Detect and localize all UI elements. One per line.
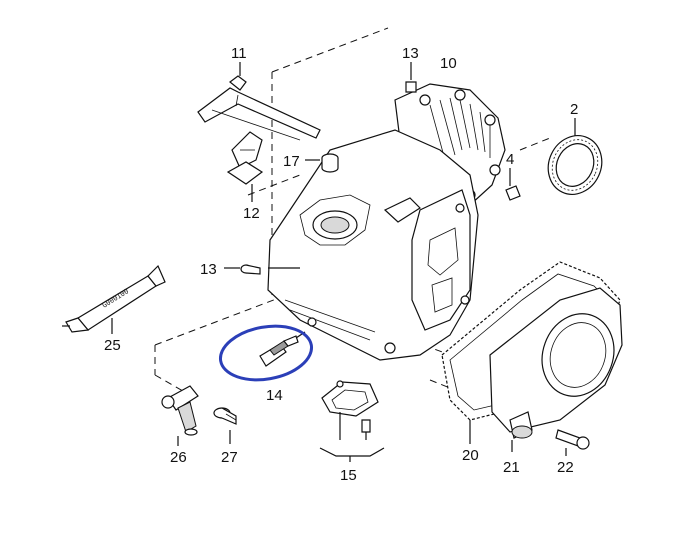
callout-26: 26 <box>170 449 187 466</box>
callout-13-left: 13 <box>200 261 217 278</box>
part-14-sensor <box>218 324 314 382</box>
part-11-shift-rail <box>197 62 321 141</box>
part-13-bolt-left <box>224 264 261 275</box>
callout-11: 11 <box>231 45 247 62</box>
callout-17: 17 <box>283 153 300 170</box>
callout-14: 14 <box>266 387 283 404</box>
part-15-cover-plate <box>319 380 385 462</box>
callout-25: 25 <box>104 337 121 354</box>
highlight-ellipse <box>218 324 314 382</box>
part-25-sealant-tube: G000100 <box>62 264 166 334</box>
callout-2: 2 <box>570 101 578 118</box>
callout-4: 4 <box>506 151 514 168</box>
callout-10: 10 <box>440 55 457 72</box>
part-21-side-cover <box>489 287 623 452</box>
part-12-bracket <box>226 131 264 202</box>
gearbox-housing <box>267 129 479 361</box>
callout-15: 15 <box>340 467 357 484</box>
part-27-bolt <box>213 407 237 444</box>
callout-13-upper: 13 <box>402 45 419 62</box>
callout-20: 20 <box>462 447 479 464</box>
part-4-stud <box>505 168 521 201</box>
part-22-bolt <box>555 429 590 456</box>
callout-labels: 2 4 10 11 12 13 13 14 15 17 20 21 22 25 … <box>104 45 578 484</box>
part-26-speed-sensor <box>161 385 199 446</box>
callout-22: 22 <box>557 459 574 476</box>
callout-27: 27 <box>221 449 238 466</box>
part-10-bell-housing <box>394 83 506 206</box>
callout-12: 12 <box>243 205 260 222</box>
part-13-bolt-upper <box>405 62 417 93</box>
part-2-seal <box>519 118 603 195</box>
part-17-plug <box>305 153 339 173</box>
callout-21: 21 <box>503 459 520 476</box>
